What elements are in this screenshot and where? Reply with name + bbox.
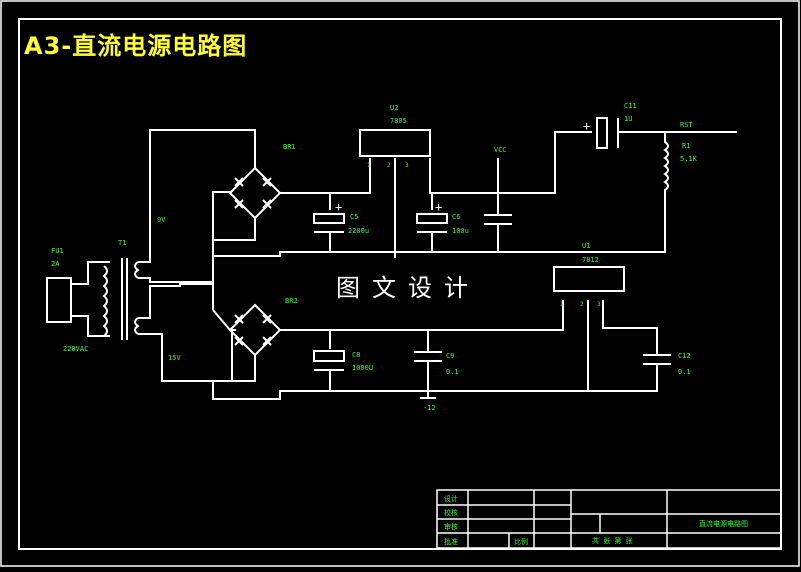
tb-drawing-name: 直流电源电路图 [699, 519, 748, 528]
capacitor-c9 [414, 351, 442, 399]
inner-frame [18, 18, 782, 550]
transformer-secondary-top [134, 261, 140, 279]
tb-check: 校核 [444, 508, 458, 517]
label-neg-rail: -12 [423, 404, 436, 412]
label-transformer: T1 [118, 239, 126, 247]
label-cap-top-left: C5 [350, 213, 358, 221]
label-regulator-bottom: U1 [582, 242, 590, 250]
label-cap-bot-right-value: 0.1 [678, 368, 691, 376]
tb-sheets: 共 张 第 张 [592, 536, 633, 545]
label-cap-bot-left-value: 1000U [352, 364, 373, 372]
bridge-rectifier-bottom [228, 303, 282, 357]
label-regulator-top-part: 7805 [390, 117, 407, 125]
label-cap-bot-left: C8 [352, 351, 360, 359]
tb-review: 审核 [444, 522, 458, 531]
bridge-rectifier-top [228, 166, 282, 220]
capacitor-vcc [484, 158, 512, 252]
label-cap-out-top-value: 1U [624, 115, 632, 123]
transformer-primary [102, 265, 108, 337]
label-ac-input: 220VAC [63, 345, 88, 353]
drawing-title: A3-直流电源电路图 [24, 32, 248, 60]
resistor-r1 [663, 132, 669, 192]
polarity-marks: + + + [335, 119, 590, 214]
capacitor-c6 [416, 213, 448, 224]
tb-approve: 批准 [444, 537, 458, 546]
c5-plus: + [335, 200, 342, 214]
label-cap-out-top: C11 [624, 102, 637, 110]
u1-pin-1: 1 [560, 301, 564, 308]
c6-plus: + [435, 200, 442, 214]
label-winding-bottom: 15V [168, 354, 181, 362]
component-labels: FU1 2A 220VAC T1 9V 15V BR1 BR2 U2 7805 … [51, 102, 698, 412]
u1-pin-2: 2 [580, 301, 584, 308]
label-rst: RST [680, 121, 693, 129]
label-regulator-top: U2 [390, 104, 398, 112]
tb-design: 设计 [444, 494, 458, 503]
label-cap-top-right: C6 [452, 213, 460, 221]
regulator-7812 [553, 266, 625, 292]
regulator-7805 [359, 129, 431, 157]
label-fuse-value: 2A [51, 260, 60, 268]
tb-scale: 比例 [514, 537, 528, 546]
title-block-text: 设计 校核 审核 批准 比例 直流电源电路图 共 张 第 张 [444, 494, 748, 546]
capacitor-c12 [643, 354, 671, 365]
u2-pin-1: 1 [367, 162, 371, 169]
capacitor-c5 [313, 213, 345, 224]
label-cap-bot-mid-value: 0.1 [446, 368, 459, 376]
u1-pin-3: 3 [597, 301, 601, 308]
capacitor-c11 [596, 117, 608, 149]
u2-pin-3: 3 [405, 162, 409, 169]
label-bridge-bottom: BR2 [285, 297, 298, 305]
circuit-wires [46, 117, 737, 400]
label-bridge-top: BR1 [283, 143, 296, 151]
capacitor-c8 [313, 350, 345, 362]
label-cap-bot-right: C12 [678, 352, 691, 360]
c11-plus: + [583, 119, 590, 133]
fuse-symbol [46, 277, 72, 323]
label-winding-top: 9V [157, 216, 166, 224]
label-vcc: VCC [494, 146, 507, 154]
transformer-secondary-bottom [134, 317, 140, 335]
label-cap-top-right-value: 100u [452, 227, 469, 235]
pin-labels: 1 2 3 1 2 3 [367, 162, 601, 308]
label-cap-bot-mid: C9 [446, 352, 454, 360]
label-resistor: R1 [682, 142, 690, 150]
watermark-text: 图文设计 [336, 274, 480, 302]
title-block [436, 489, 782, 549]
u2-pin-2: 2 [387, 162, 391, 169]
label-cap-top-left-value: 2200u [348, 227, 369, 235]
label-regulator-bottom-part: 7812 [582, 256, 599, 264]
label-fuse: FU1 [51, 247, 64, 255]
label-resistor-value: 5.1K [680, 155, 698, 163]
